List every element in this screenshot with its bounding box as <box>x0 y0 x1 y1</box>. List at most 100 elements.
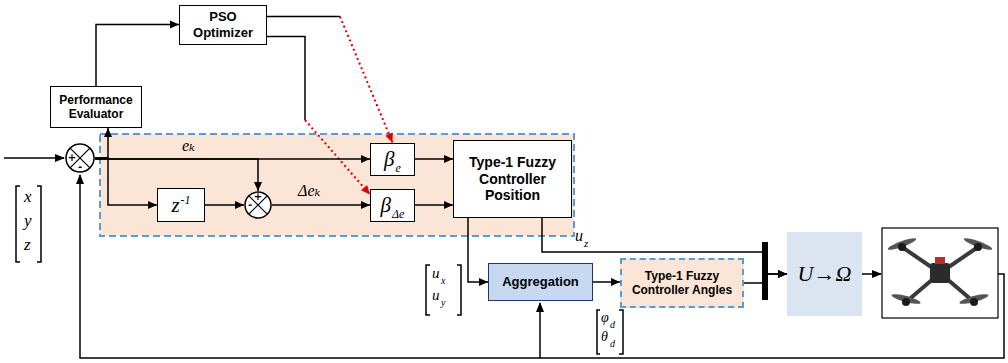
drone-propeller <box>959 292 990 306</box>
signal-name: x <box>24 188 32 205</box>
text-wrap: U→Ω <box>798 261 852 287</box>
box-label: Performance Evaluator <box>54 93 138 122</box>
signal-name: y <box>24 212 32 229</box>
drone-motor <box>970 298 978 306</box>
connector <box>415 155 453 163</box>
drone-motor <box>898 243 906 251</box>
connector <box>96 21 179 87</box>
signal-name: u <box>432 266 440 281</box>
summing-junction: +- <box>65 143 95 173</box>
arrow-head <box>444 201 453 209</box>
box-label: Type-1 Fuzzy Controller Angles <box>624 269 740 298</box>
drone-motor <box>902 298 910 306</box>
box-label: Type-1 Fuzzy Controller Position <box>457 154 568 204</box>
text-wrap: PSO Optimizer <box>183 9 263 40</box>
connector <box>205 201 244 209</box>
sign-text: + <box>254 192 262 202</box>
drone-motor <box>974 243 982 251</box>
connector-line <box>272 204 370 206</box>
aggregation-box: Aggregation <box>488 263 593 301</box>
arrow-head <box>361 185 370 194</box>
connector-line <box>95 159 258 191</box>
drone-propeller <box>891 292 922 306</box>
drone-propeller <box>887 236 917 252</box>
symbol-text: z <box>171 193 179 217</box>
evaluator-box: Performance Evaluator <box>50 86 142 128</box>
connector-line <box>95 158 157 205</box>
signal-name: x <box>441 276 445 286</box>
connector <box>593 278 620 286</box>
arrow-head <box>254 182 262 191</box>
drone-propeller <box>963 236 993 252</box>
box-label: PSO Optimizer <box>183 9 263 40</box>
arrow-head <box>361 201 370 209</box>
connector-line <box>96 25 179 87</box>
signal-name: θ <box>601 330 608 344</box>
text-wrap: Type-1 Fuzzy Controller Position <box>457 154 568 204</box>
connector-line <box>468 218 488 282</box>
arrow-head <box>235 201 244 209</box>
connector <box>267 17 393 143</box>
vector-bracket <box>426 265 461 315</box>
connector <box>95 158 157 209</box>
connector <box>95 128 112 158</box>
signal-name: eₖ <box>182 137 195 155</box>
vector-bracket <box>16 186 41 262</box>
arrow-head <box>778 270 787 278</box>
bus-bar <box>762 242 768 300</box>
arrow-head <box>444 155 453 163</box>
drone-body <box>930 263 950 283</box>
text-wrap: Type-1 Fuzzy Controller Angles <box>624 269 740 298</box>
signal-name: d <box>610 339 615 349</box>
connector <box>267 37 370 195</box>
arrow-head <box>148 201 157 209</box>
connector <box>468 218 488 286</box>
quadrotor-illustration <box>887 236 993 306</box>
sign-text: + <box>68 153 76 163</box>
junction-outline <box>245 192 271 218</box>
drone-board <box>935 257 945 264</box>
connector <box>272 201 370 209</box>
tuning-line <box>340 17 393 143</box>
box-label: U→Ω <box>798 261 852 287</box>
optimizer-box: PSO Optimizer <box>179 5 267 45</box>
gain-box: βΔe <box>370 189 415 222</box>
connector-line <box>267 16 340 18</box>
text-wrap: βΔe <box>381 193 405 218</box>
arrow-head <box>479 278 488 286</box>
superscript-text: -1 <box>181 193 191 207</box>
summing-junction: +- <box>244 191 272 219</box>
symbol-text: β <box>384 147 394 171</box>
text-wrap: βe <box>384 147 401 172</box>
symbol-text: β <box>381 193 391 217</box>
signal-name: u <box>575 228 583 244</box>
signal-name: z <box>584 238 588 249</box>
arrow-head <box>170 21 179 29</box>
gain-box: βe <box>370 143 415 176</box>
drone-frame <box>882 228 998 318</box>
subscript-text: Δe <box>392 207 404 221</box>
signal-name: z <box>24 236 31 253</box>
connector <box>415 201 453 209</box>
feedback-branch <box>539 303 541 358</box>
delay-box: z-1 <box>157 188 205 222</box>
sign-text: - <box>78 162 82 172</box>
junction-outline <box>66 144 94 172</box>
text-wrap: Aggregation <box>502 274 579 290</box>
text-wrap: Performance Evaluator <box>54 93 138 122</box>
controller-box: Type-1 Fuzzy Controller Position <box>453 140 572 218</box>
arrow-head <box>361 155 370 163</box>
subscript-text: e <box>396 161 401 175</box>
reference-input <box>4 157 64 159</box>
signal-name: y <box>441 298 445 308</box>
arrow-head <box>611 278 620 286</box>
connector <box>95 159 262 191</box>
arrow-head <box>104 128 112 137</box>
motor-speed-wire <box>862 273 881 275</box>
signal-name: Δeₖ <box>298 182 320 200</box>
controller-box: Type-1 Fuzzy Controller Angles <box>620 258 744 308</box>
mixer-box: U→Ω <box>787 232 862 316</box>
vector-bracket <box>597 310 623 354</box>
text-wrap: z-1 <box>171 193 190 218</box>
